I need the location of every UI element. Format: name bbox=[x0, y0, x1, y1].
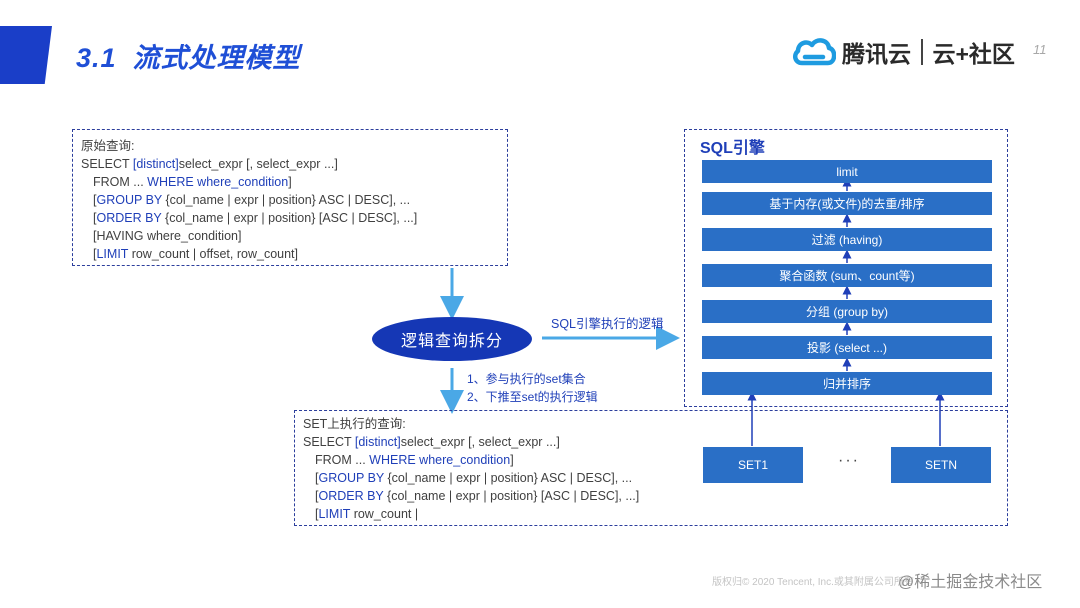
page-number: 11 bbox=[1033, 42, 1047, 57]
engine-layer-merge-sort: 归并排序 bbox=[702, 372, 992, 395]
logical-query-split-node: 逻辑查询拆分 bbox=[372, 317, 532, 361]
engine-layer-having: 过滤 (having) bbox=[702, 228, 992, 251]
query-heading: 原始查询: bbox=[81, 139, 135, 153]
query-line: SELECT [distinct]select_expr [, select_e… bbox=[81, 157, 338, 171]
query-line: [ORDER BY {col_name | expr | position} [… bbox=[315, 489, 640, 503]
sets-ellipsis: ··· bbox=[838, 452, 860, 469]
set-box-last: SETN bbox=[891, 447, 991, 483]
set-query-box bbox=[294, 410, 1008, 526]
logo-community: 云+社区 bbox=[932, 41, 1015, 67]
logo-separator bbox=[921, 39, 923, 65]
title-text: 流式处理模型 bbox=[132, 43, 301, 73]
engine-layer-projection: 投影 (select ...) bbox=[702, 336, 992, 359]
section-number: 3.1 bbox=[76, 43, 117, 73]
sql-engine-box bbox=[684, 129, 1008, 407]
slide-title: 3.1 流式处理模型 bbox=[76, 36, 301, 75]
engine-arrow-label: SQL引擎执行的逻辑 bbox=[551, 317, 664, 331]
original-query-text: 原始查询: SELECT [distinct]select_expr [, se… bbox=[81, 137, 417, 263]
query-line: FROM ... WHERE where_condition] bbox=[315, 453, 514, 467]
query-line: [ORDER BY {col_name | expr | position} [… bbox=[93, 211, 418, 225]
query-line: FROM ... WHERE where_condition] bbox=[93, 175, 292, 189]
split-step: 2、下推至set的执行逻辑 bbox=[467, 390, 598, 404]
query-line: [LIMIT row_count | offset, row_count] bbox=[93, 247, 298, 261]
tencent-cloud-logo: 腾讯云 云+社区 bbox=[792, 30, 1015, 74]
cloud-logo-icon bbox=[792, 38, 836, 66]
engine-layer-group-by: 分组 (group by) bbox=[702, 300, 992, 323]
copyright-footer: 版权归© 2020 Tencent, Inc.或其附属公司所有 bbox=[712, 577, 914, 588]
split-steps: 1、参与执行的set集合 2、下推至set的执行逻辑 bbox=[467, 370, 598, 406]
query-line: [LIMIT row_count | bbox=[315, 507, 419, 521]
sql-engine-title: SQL引擎 bbox=[700, 140, 765, 157]
split-step: 1、参与执行的set集合 bbox=[467, 372, 586, 386]
query-line: SELECT [distinct]select_expr [, select_e… bbox=[303, 435, 560, 449]
engine-layer-dedup-sort: 基于内存(或文件)的去重/排序 bbox=[702, 192, 992, 215]
logo-brand: 腾讯云 bbox=[842, 41, 911, 67]
watermark: @稀土掘金技术社区 bbox=[898, 574, 1043, 591]
engine-layer-aggregate: 聚合函数 (sum、count等) bbox=[702, 264, 992, 287]
set-box-first: SET1 bbox=[703, 447, 803, 483]
original-query-box bbox=[72, 129, 508, 266]
set-query-text: SET上执行的查询: SELECT [distinct]select_expr … bbox=[303, 415, 639, 523]
query-line: [GROUP BY {col_name | expr | position} A… bbox=[93, 193, 411, 207]
engine-layer-limit: limit bbox=[702, 160, 992, 183]
query-line: [GROUP BY {col_name | expr | position} A… bbox=[315, 471, 633, 485]
query-line: [HAVING where_condition] bbox=[93, 229, 242, 243]
header-accent-bar bbox=[0, 26, 52, 84]
query-heading: SET上执行的查询: bbox=[303, 417, 406, 431]
